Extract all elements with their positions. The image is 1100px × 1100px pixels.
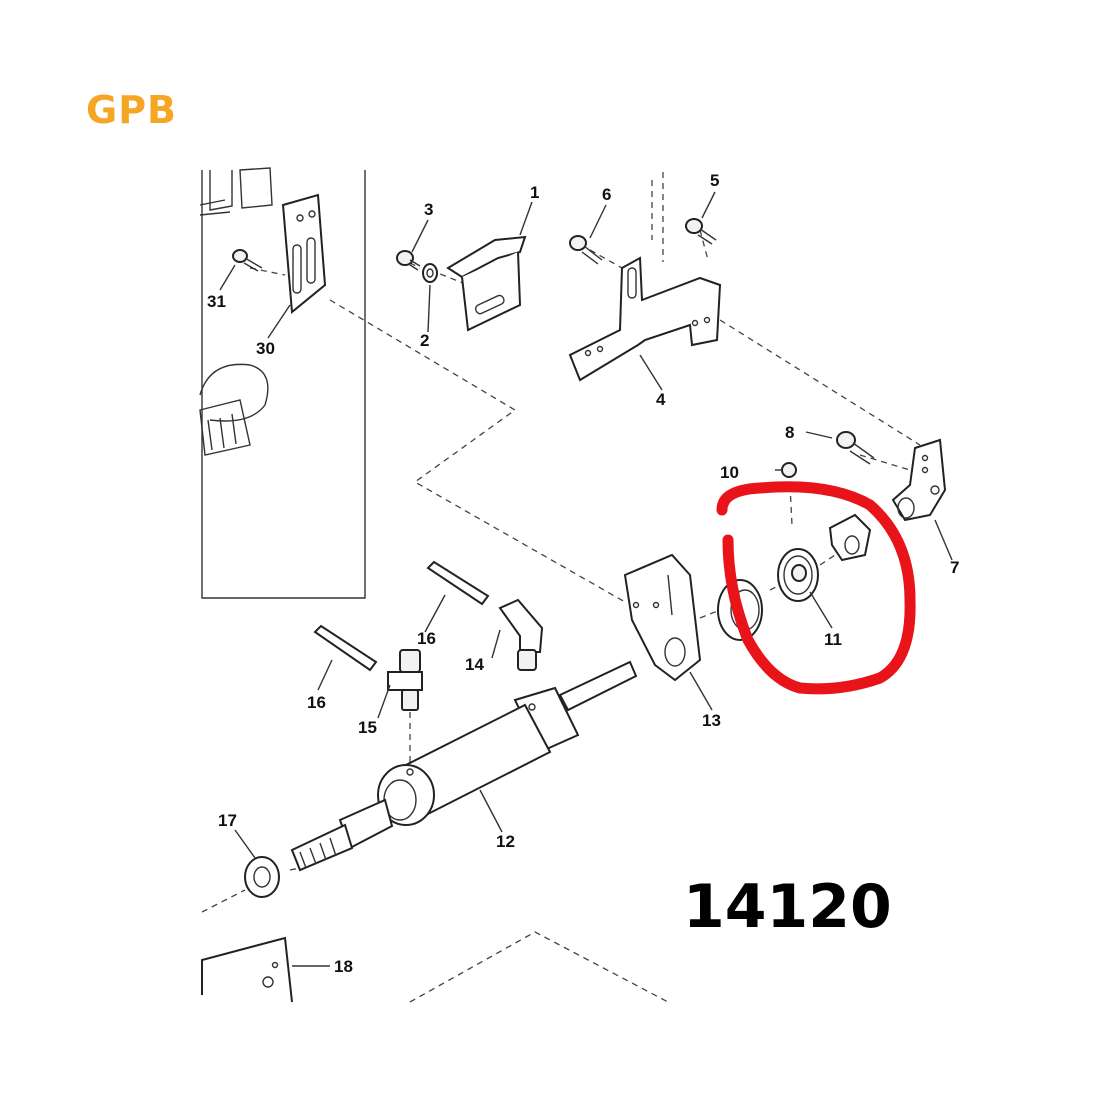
part-30-slotted-plate bbox=[281, 193, 327, 314]
callout-2: 2 bbox=[420, 331, 429, 350]
callout-16-upper: 16 bbox=[417, 629, 436, 648]
callout-4: 4 bbox=[656, 390, 666, 409]
part-12-air-cylinder bbox=[290, 660, 638, 872]
part-3-screw bbox=[396, 250, 421, 271]
brand-logo: GPB bbox=[86, 88, 178, 132]
callout-16-lower: 16 bbox=[307, 693, 326, 712]
callout-12: 12 bbox=[496, 832, 515, 851]
callout-15: 15 bbox=[358, 718, 377, 737]
callout-17: 17 bbox=[218, 811, 237, 830]
part-10-set-screw bbox=[781, 462, 797, 478]
callout-8: 8 bbox=[785, 423, 794, 442]
callout-3: 3 bbox=[424, 200, 433, 219]
callout-7: 7 bbox=[950, 558, 959, 577]
part-14-elbow-fitting bbox=[498, 598, 544, 671]
part-1-bracket bbox=[446, 235, 527, 332]
callout-18: 18 bbox=[334, 957, 353, 976]
part-8-screw bbox=[836, 431, 875, 465]
callout-1: 1 bbox=[530, 183, 539, 202]
part-18-lower-plate bbox=[201, 936, 293, 1003]
part-number: 14120 bbox=[683, 872, 892, 942]
callout-13: 13 bbox=[702, 711, 721, 730]
part-17-washer bbox=[244, 856, 280, 898]
part-5-screw bbox=[685, 218, 717, 245]
callout-31: 31 bbox=[207, 292, 226, 311]
part-2-washer bbox=[422, 263, 438, 283]
callout-labels: 1 2 3 4 5 6 7 8 10 11 12 13 14 15 16 16 … bbox=[207, 171, 959, 976]
callout-11: 11 bbox=[824, 630, 842, 649]
callout-6: 6 bbox=[602, 185, 611, 204]
part-7-clevis-block bbox=[891, 438, 947, 522]
callout-30: 30 bbox=[256, 339, 275, 358]
part-13-mount-plate bbox=[623, 553, 702, 682]
part-16-pin-lower bbox=[313, 624, 378, 672]
part-6-screw bbox=[569, 235, 603, 265]
left-assembly-frame bbox=[199, 167, 366, 599]
part-15-tee-fitting bbox=[387, 649, 423, 711]
callout-10: 10 bbox=[720, 463, 739, 482]
part-4-main-bracket bbox=[568, 256, 722, 382]
highlight-circle bbox=[716, 481, 916, 695]
part-31-screw bbox=[232, 249, 263, 272]
part-16-pin-upper bbox=[426, 560, 490, 606]
callout-leaders bbox=[219, 191, 953, 967]
callout-5: 5 bbox=[710, 171, 719, 190]
callout-14: 14 bbox=[465, 655, 484, 674]
